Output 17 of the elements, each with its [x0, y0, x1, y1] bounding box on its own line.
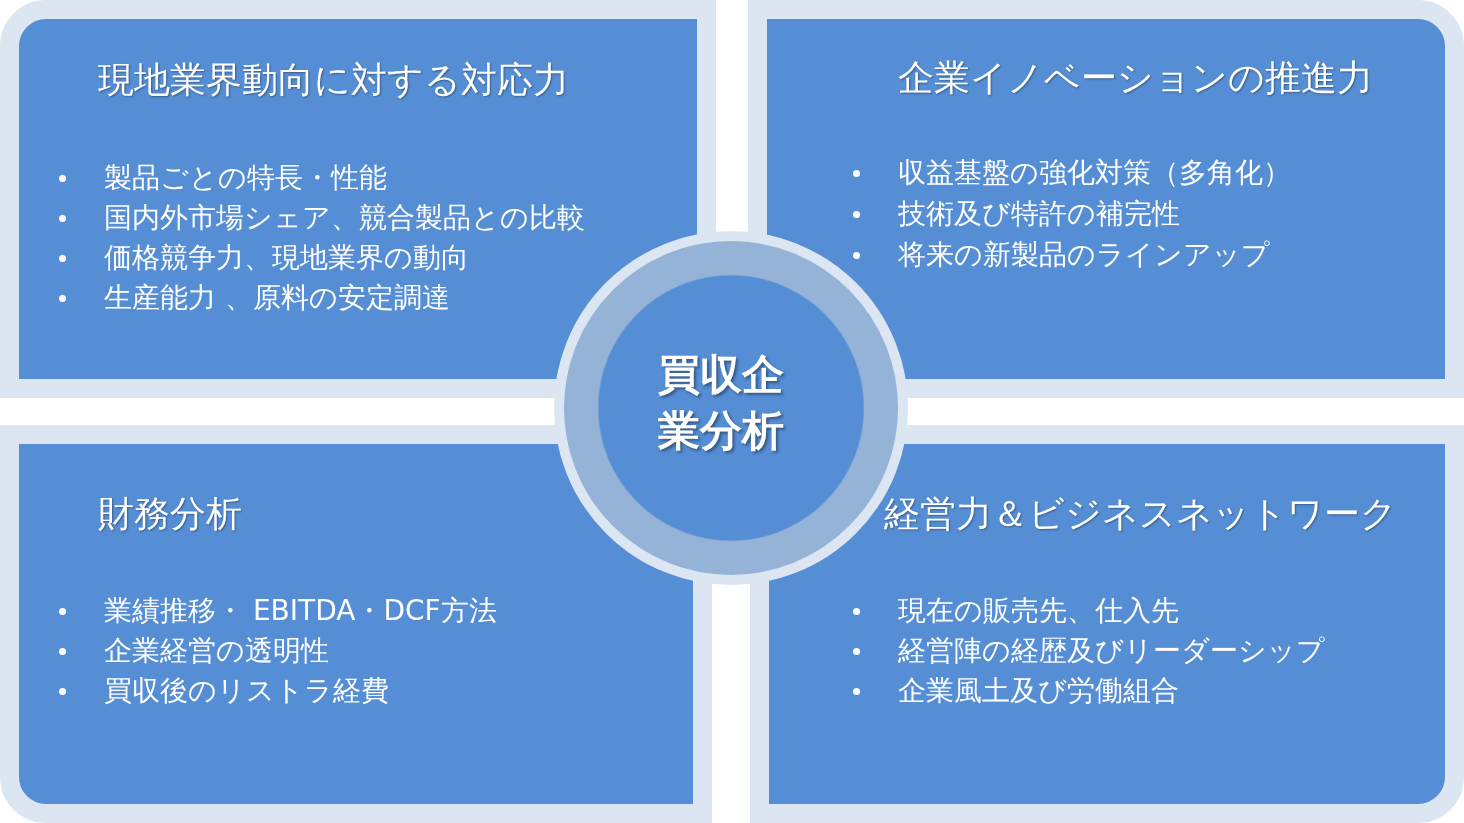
bullet-item: 価格競争力、現地業界の動向	[59, 240, 469, 276]
bullet-item: 収益基盤の強化対策（多角化）	[853, 155, 1291, 191]
bullet-item: 生産能力 、原料の安定調達	[59, 280, 450, 316]
panel-heading: 現地業界動向に対する対応力	[98, 58, 569, 102]
bullet-item: 現在の販売先、仕入先	[853, 593, 1179, 629]
bullet-item: 技術及び特許の補完性	[853, 196, 1180, 232]
panel-heading: 財務分析	[98, 492, 242, 536]
bullet-item: 製品ごとの特長・性能	[59, 160, 387, 196]
panel-heading: 経営力＆ビジネスネットワーク	[884, 492, 1397, 536]
bullet-item: 経営陣の経歴及びリーダーシップ	[853, 633, 1325, 669]
bullet-item: 企業風土及び労働組合	[853, 673, 1179, 709]
center-label: 買収企業分析	[657, 349, 785, 457]
bullet-item: 国内外市場シェア、競合製品との比較	[59, 200, 585, 236]
bullet-item: 業績推移・ EBITDA・DCF方法	[59, 593, 497, 629]
bullet-item: 買収後のリストラ経費	[59, 673, 389, 709]
panel-heading: 企業イノベーションの推進力	[898, 56, 1373, 100]
bullet-item: 企業経営の透明性	[59, 633, 329, 669]
